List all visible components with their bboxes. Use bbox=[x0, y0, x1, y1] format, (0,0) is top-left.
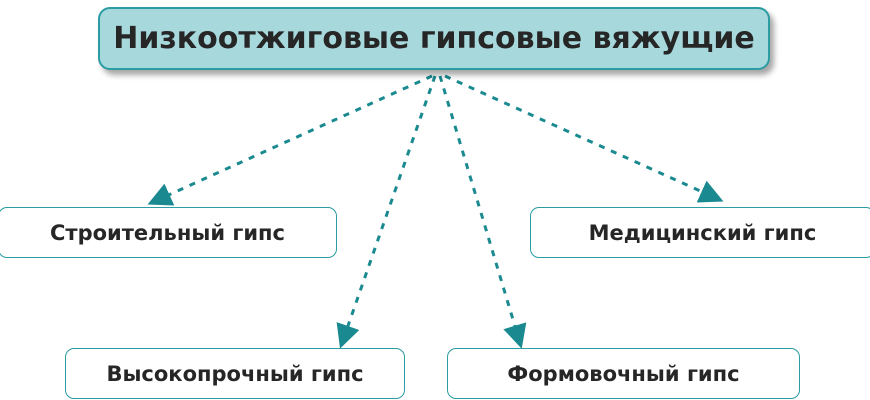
arrow-to-vysokoprochny bbox=[336, 75, 437, 349]
node-vysokoprochny: Высокопрочный гипс bbox=[65, 348, 405, 399]
arrow-to-formovochny bbox=[438, 75, 527, 349]
root-node: Низкоотжиговые гипсовые вяжущие bbox=[98, 7, 770, 70]
node-meditsinsky: Медицинский гипс bbox=[530, 207, 870, 258]
arrow-to-stroitelny bbox=[147, 74, 433, 206]
node-stroitelny: Строительный гипс bbox=[0, 207, 337, 258]
node-formovochny: Формовочный гипс bbox=[447, 348, 800, 399]
arrow-to-meditsinsky bbox=[444, 74, 724, 203]
